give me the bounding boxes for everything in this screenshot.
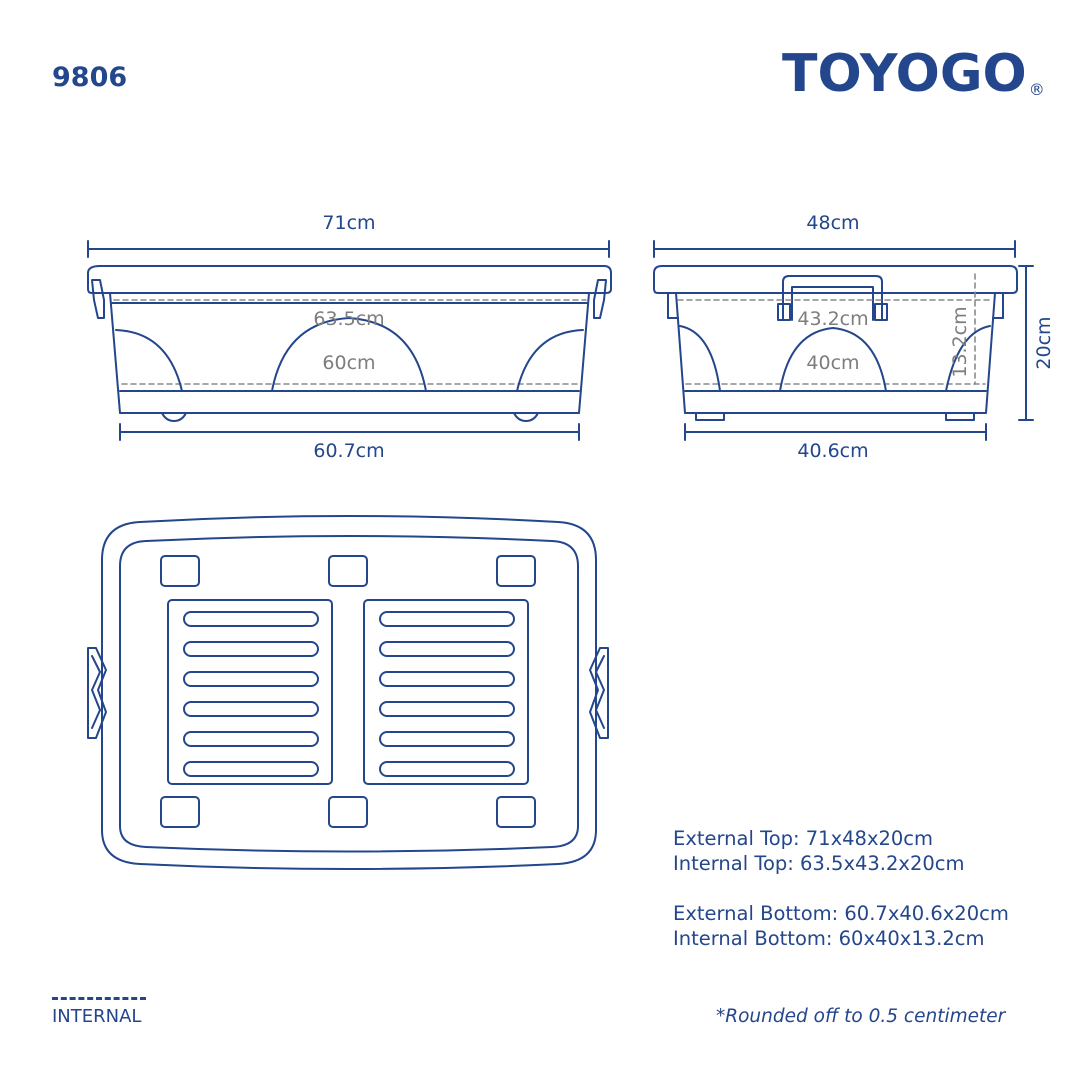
vent-slot [183, 761, 319, 777]
front-left-clip [91, 279, 105, 319]
vent-slot [183, 731, 319, 747]
front-right-clip [593, 279, 607, 319]
side-top-depth-label: 48cm [806, 212, 859, 234]
top-pad [328, 555, 368, 587]
front-bottom-width-label: 60.7cm [313, 440, 384, 462]
side-bottom-depth-label: 40.6cm [797, 440, 868, 462]
side-right-foot [945, 412, 975, 421]
side-height-dimension-line [1018, 265, 1034, 421]
front-body [109, 292, 590, 414]
vent-slot [379, 641, 515, 657]
model-number: 9806 [52, 62, 128, 93]
side-internal-bottom-depth-label: 40cm [806, 352, 859, 374]
front-right-foot [513, 412, 539, 422]
front-right-arch [516, 329, 584, 392]
top-pad [160, 796, 200, 828]
top-right-vent-panel [363, 599, 529, 785]
side-top-dimension-line [653, 240, 1016, 258]
legend-internal-label: INTERNAL [52, 1006, 142, 1027]
side-bottom-dimension-line [684, 423, 987, 441]
top-view [87, 515, 609, 870]
side-center-arch [779, 327, 887, 392]
dimension-specs: External Top: 71x48x20cm Internal Top: 6… [673, 826, 1009, 951]
brand-logo: TOYOGO® [782, 44, 1045, 104]
side-view: 48cm 43.2cm 40cm 13.2cm 20c [653, 212, 1055, 462]
front-top-width-label: 71cm [322, 212, 375, 234]
front-internal-top-width-label: 63.5cm [313, 308, 384, 330]
front-top-dimension-line [87, 240, 610, 258]
top-left-clip-inner [91, 655, 101, 729]
rounding-footnote: *Rounded off to 0.5 centimeter [716, 1006, 1006, 1027]
spec-external-top: External Top: 71x48x20cm [673, 827, 934, 850]
front-internal-bottom-width-label: 60cm [322, 352, 375, 374]
front-left-arch [115, 329, 183, 392]
vent-slot [379, 671, 515, 687]
top-left-vent-panel [167, 599, 333, 785]
registered-mark: ® [1028, 80, 1045, 99]
vent-slot [379, 611, 515, 627]
top-left-clip [87, 647, 107, 739]
vent-slot [183, 611, 319, 627]
front-view: 71cm 63.5cm 60cm 60.7cm [87, 212, 612, 462]
legend-dashed-line [52, 997, 146, 1000]
top-right-clip [589, 647, 609, 739]
side-lid [653, 265, 1018, 294]
top-pad [496, 555, 536, 587]
side-handle [782, 275, 883, 321]
top-lid-outline [101, 515, 597, 870]
side-right-arch [945, 325, 991, 392]
side-internal-height-label: 13.2cm [949, 306, 971, 377]
top-right-clip-inner [595, 655, 605, 729]
side-height-label: 20cm [1033, 316, 1055, 369]
brand-name: TOYOGO [782, 44, 1027, 104]
vent-slot [183, 701, 319, 717]
vent-slot [379, 761, 515, 777]
front-center-arch [271, 317, 427, 392]
top-lid-inner-outline [119, 535, 579, 853]
front-left-foot [161, 412, 187, 422]
vent-slot [183, 671, 319, 687]
spec-external-bottom: External Bottom: 60.7x40.6x20cm [673, 902, 1009, 925]
side-body [675, 292, 996, 414]
side-internal-top-depth-label: 43.2cm [797, 308, 868, 330]
vent-slot [379, 731, 515, 747]
spec-internal-top: Internal Top: 63.5x43.2x20cm [673, 852, 965, 875]
vent-slot [379, 701, 515, 717]
vent-slot [183, 641, 319, 657]
top-pad [496, 796, 536, 828]
side-left-foot [695, 412, 725, 421]
front-lid [87, 265, 612, 294]
spec-internal-bottom: Internal Bottom: 60x40x13.2cm [673, 927, 985, 950]
top-pad [328, 796, 368, 828]
side-left-arch [679, 325, 721, 392]
front-bottom-dimension-line [119, 423, 580, 441]
top-pad [160, 555, 200, 587]
